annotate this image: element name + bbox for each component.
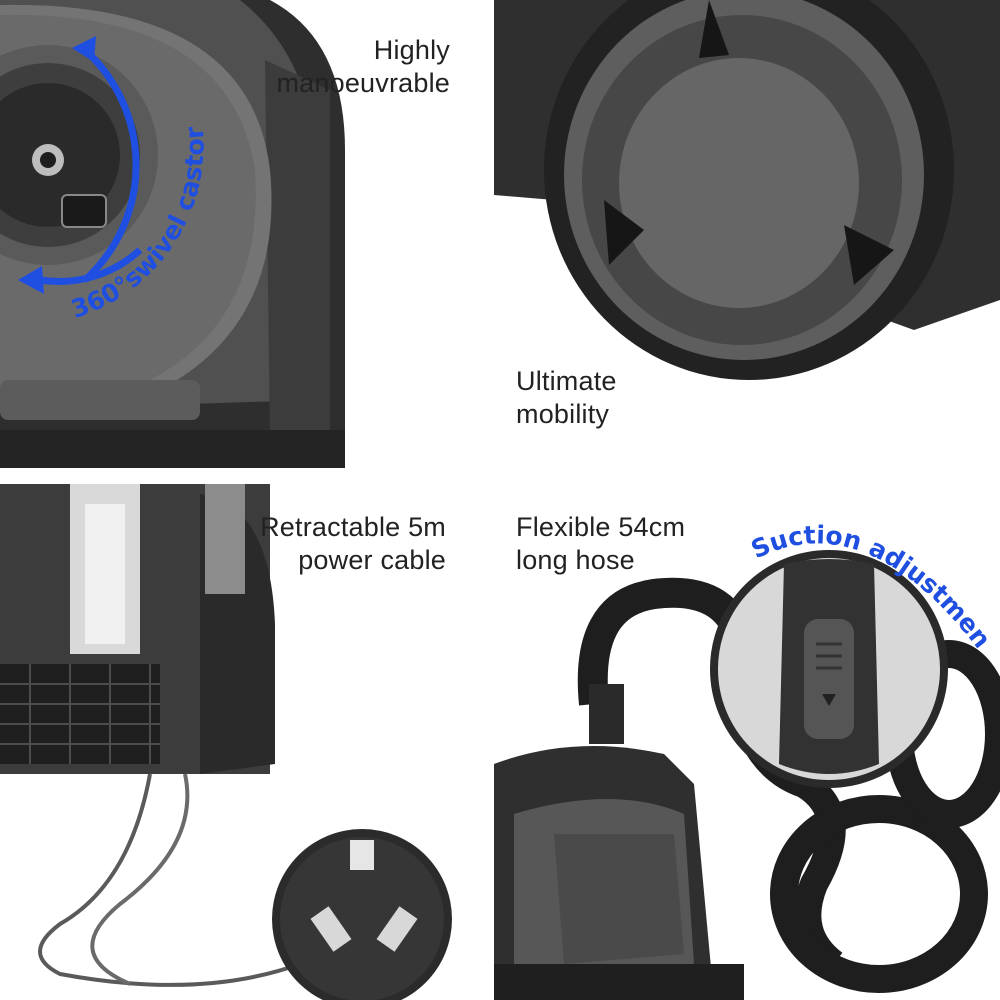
- panel-power-cable: Retractable 5m power cable: [0, 484, 494, 1000]
- panel-wheel: Ultimate mobility: [494, 0, 1000, 468]
- panel-flexible-hose: Suction adjustment Flexible 54cm long ho…: [494, 484, 1000, 1000]
- caption-flexible-hose: Flexible 54cm long hose: [516, 512, 686, 575]
- cable-photo: [0, 484, 494, 1000]
- castor-photo: [0, 0, 494, 468]
- svg-text:360°swivel castor: 360°swivel castor: [67, 125, 209, 324]
- caption-highly-manoeuvrable: Highly manoeuvrable: [276, 35, 450, 98]
- down-arrow-icon: [822, 694, 836, 706]
- curved-double-arrow-icon: [18, 36, 143, 294]
- hose-photo: [494, 484, 1000, 1000]
- caption-retractable-cable: Retractable 5m power cable: [260, 512, 446, 575]
- wheel-photo: [494, 0, 1000, 468]
- panel-swivel-castor: 360°swivel castor Highly manoeuvrable: [0, 0, 494, 468]
- caption-ultimate-mobility: Ultimate mobility: [516, 366, 617, 429]
- suction-adjustment-label: Suction adjustment: [494, 484, 997, 654]
- swivel-castor-label: 360°swivel castor: [67, 125, 209, 324]
